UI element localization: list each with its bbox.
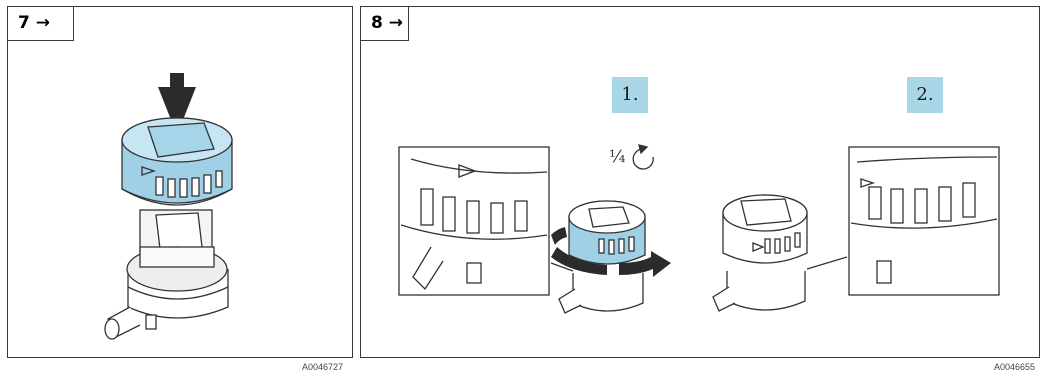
step-8-illustration [361,7,1039,357]
device-housing [105,210,228,339]
display-cover [122,118,232,205]
device-locked [713,195,847,311]
detail-inset-2 [849,147,999,295]
step-7-code: A0046727 [302,362,343,372]
step-7-illustration [8,7,352,357]
rotate-counterclockwise-icon [633,145,653,169]
step-7-panel: 7 → [7,6,353,358]
step-8-panel: 8 → 1. 2. ¼ [360,6,1040,358]
step-8-code: A0046655 [994,362,1035,372]
detail-inset-1 [399,147,573,295]
